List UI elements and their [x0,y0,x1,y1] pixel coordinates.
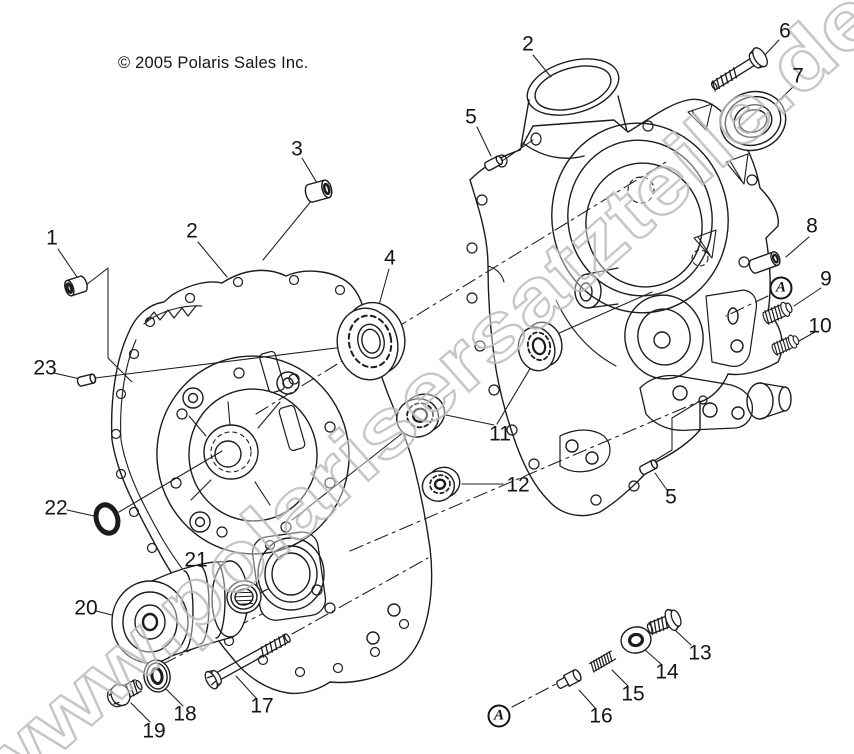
callout-22: 22 [44,496,68,520]
part-6-bolt [710,47,768,92]
right-crankcase-half [466,58,792,517]
callout-14: 14 [655,660,679,684]
part-19-plug [106,679,143,708]
callout-23: 23 [33,356,57,380]
callout-20: 20 [74,596,98,620]
part-12-bearing [421,466,461,502]
callout-9: 9 [820,267,832,291]
part-15-spring [588,650,617,673]
part-3-bushing [304,179,333,203]
callout-6: 6 [779,19,791,43]
callout-4: 4 [384,246,396,270]
part-22-o-ring [93,502,121,536]
part-4-bearing [336,301,406,381]
part-9-fitting [762,301,793,325]
part-7-seal [719,90,787,152]
part-14-washer [620,626,652,654]
part-8-dowel [748,251,781,274]
part-10-fitting [771,334,800,356]
callout-5: 5 [465,105,477,129]
callout-16: 16 [589,704,613,728]
part-13-bolt [646,608,682,636]
callout-12: 12 [506,473,530,497]
callout-18: 18 [173,702,197,726]
callout-19: 19 [142,719,166,743]
part-17-bolt [204,633,291,690]
part-5-pin-bottom [639,459,659,476]
callout-13: 13 [688,641,712,665]
callout-8: 8 [806,214,818,238]
callout-1: 1 [46,226,58,250]
callout-17: 17 [250,694,274,718]
callout-2: 2 [186,219,198,243]
leader-lines [53,39,822,723]
left-case-bolt-holes [110,274,410,678]
part-23-pin [76,373,97,387]
callout-10: 10 [808,314,832,338]
part-11-bearing-right [517,321,563,372]
part-16-fitting [556,669,582,689]
callout-21: 21 [184,548,208,572]
copyright-notice: © 2005 Polaris Sales Inc. [118,54,309,72]
cylinder-spigot [520,58,628,159]
callout-7: 7 [792,64,804,88]
callout-15: 15 [621,682,645,706]
callout-3: 3 [291,137,303,161]
detail-marker-A-1: A [487,704,511,728]
part-18-washer [143,659,171,693]
water-pump-bore [251,531,336,621]
part-11-bearing-left [396,393,446,438]
callout-11: 11 [489,422,511,446]
part-21-seal-nut [226,580,262,614]
detail-marker-A-0: A [769,276,793,300]
part-5-pin-top [484,155,504,172]
left-case-cavity-holes [170,367,336,538]
callout-5: 5 [665,485,677,509]
part-1-bushing [64,275,88,297]
callout-2: 2 [522,32,534,56]
